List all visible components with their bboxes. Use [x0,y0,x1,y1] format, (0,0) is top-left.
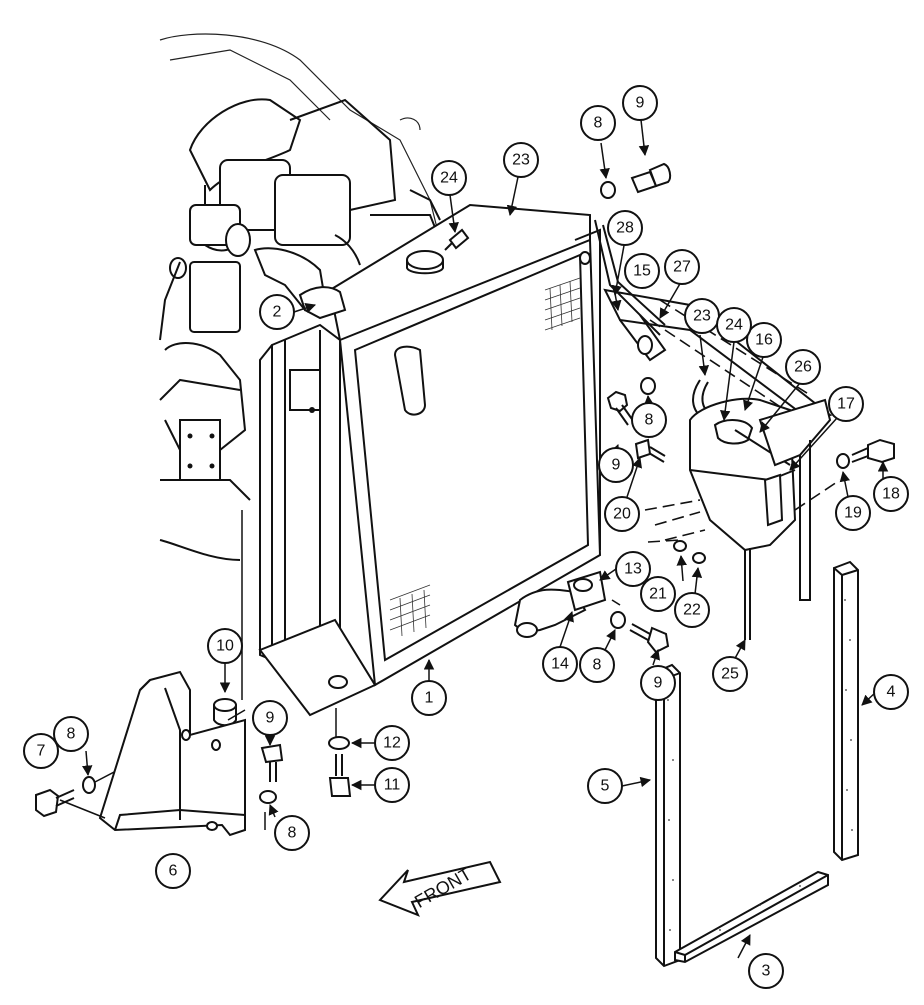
callout-23b-label: 23 [693,308,711,325]
callout-1-label: 1 [425,690,434,707]
callout-8d: 8 [579,647,615,683]
callout-9a: 9 [622,85,658,121]
callout-2: 2 [259,294,295,330]
callout-27-label: 27 [673,259,691,276]
callout-14-label: 14 [551,656,569,673]
callout-7-label: 7 [37,743,46,760]
callout-22-label: 22 [683,602,701,619]
callout-25: 25 [712,656,748,692]
callout-16: 16 [746,322,782,358]
callout-8e: 8 [274,815,310,851]
callout-13: 13 [615,551,651,587]
callout-8b: 8 [580,105,616,141]
callout-18: 18 [873,476,909,512]
callout-20-label: 20 [613,506,631,523]
callout-20: 20 [604,496,640,532]
callout-26: 26 [785,349,821,385]
callout-11-label: 11 [384,777,401,794]
callout-8a: 8 [53,716,89,752]
callout-9b: 9 [598,447,634,483]
callout-27: 27 [664,249,700,285]
callout-23a-label: 23 [512,152,530,169]
callout-28-label: 28 [616,220,634,237]
callout-14: 14 [542,646,578,682]
callout-6: 6 [155,853,191,889]
callout-17-label: 17 [837,396,855,413]
callout-24b-label: 24 [725,317,743,334]
callout-15: 15 [624,253,660,289]
engine-assembly [159,33,441,561]
callout-16-label: 16 [755,332,773,349]
callout-2-label: 2 [273,304,282,321]
callout-24a: 24 [431,160,467,196]
callout-6-label: 6 [169,863,178,880]
callout-26-label: 26 [794,359,812,376]
callout-19-label: 19 [844,505,862,522]
callout-8c: 8 [631,402,667,438]
callout-8c-label: 8 [645,412,654,429]
callout-8e-label: 8 [288,825,297,842]
callout-1: 1 [411,680,447,716]
callout-10-label: 10 [216,638,234,655]
callout-12-label: 12 [383,735,401,752]
callout-8a-label: 8 [67,726,76,743]
callout-8d-label: 8 [593,657,602,674]
callout-9d-label: 9 [266,710,275,727]
callout-9a-label: 9 [636,95,645,112]
callout-4-label: 4 [887,684,896,701]
callout-5-label: 5 [601,778,610,795]
callout-21-label: 21 [649,586,667,603]
callout-10: 10 [207,628,243,664]
radiator [258,203,607,717]
callout-25-label: 25 [721,666,739,683]
seal-strips [655,560,859,968]
callout-19: 19 [835,495,871,531]
callout-9c: 9 [640,665,676,701]
callout-24a-label: 24 [440,170,458,187]
callout-8b-label: 8 [594,115,603,132]
callout-15-label: 15 [633,263,651,280]
callout-5: 5 [587,768,623,804]
fasteners [35,162,895,830]
callout-13-label: 13 [624,561,642,578]
callout-9d: 9 [252,700,288,736]
callout-18-label: 18 [882,486,900,503]
callout-11: 11 [374,767,410,803]
callout-9c-label: 9 [654,675,663,692]
callout-28: 28 [607,210,643,246]
reservoir-assembly [594,219,841,640]
callout-24b: 24 [716,307,752,343]
leader-lines [59,119,889,959]
callout-3: 3 [748,953,784,989]
callout-3-label: 3 [762,963,771,980]
callout-4: 4 [873,674,909,710]
callout-22: 22 [674,592,710,628]
callout-17: 17 [828,386,864,422]
callout-12: 12 [374,725,410,761]
callout-21: 21 [640,576,676,612]
front-direction-arrow: FRONT [378,860,502,917]
callout-7: 7 [23,733,59,769]
callout-23a: 23 [503,142,539,178]
callout-9b-label: 9 [612,457,621,474]
callout-23b: 23 [684,298,720,334]
